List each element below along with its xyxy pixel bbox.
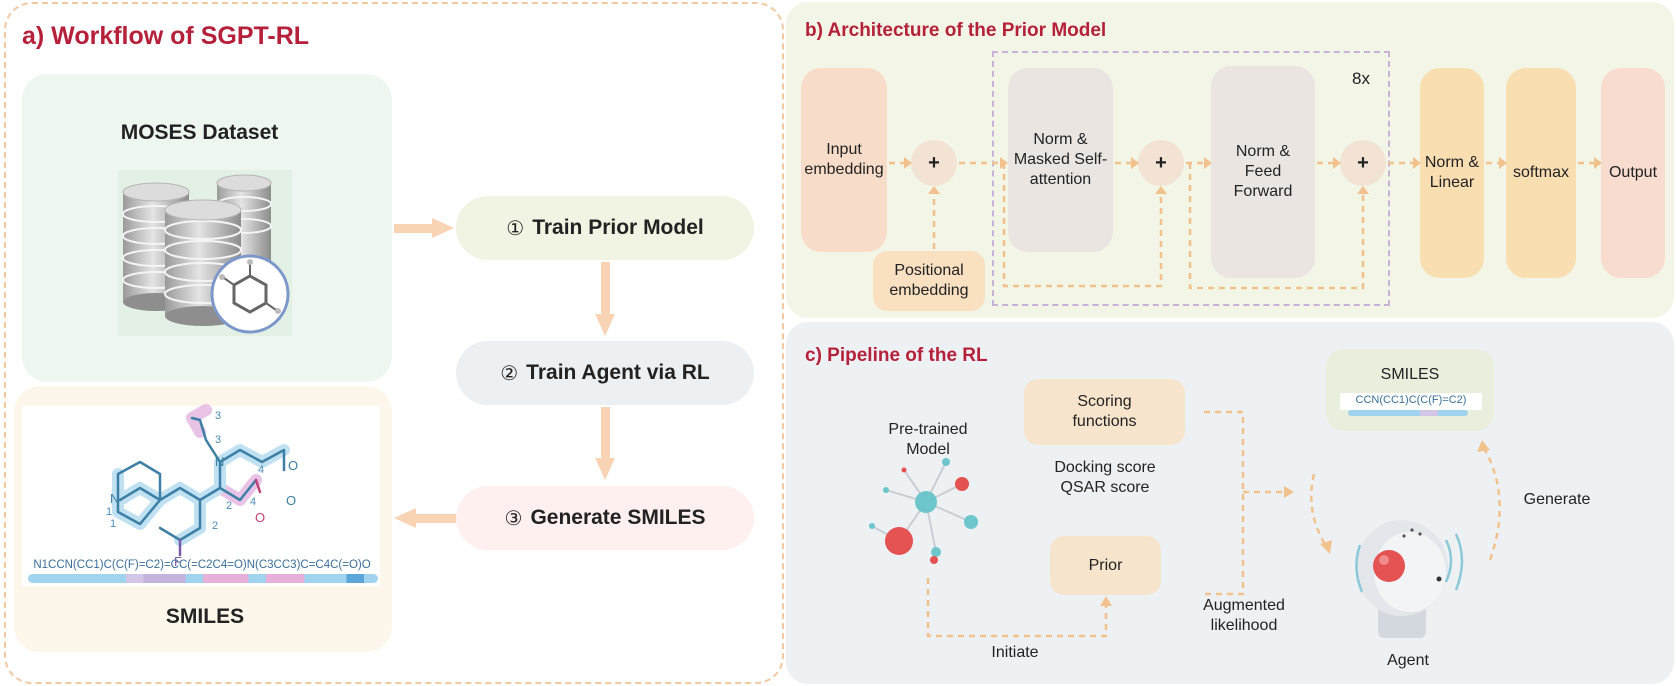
scores-text: Docking score QSAR score <box>1054 459 1156 496</box>
molecule-number: 2 <box>226 500 233 512</box>
smiles-output-token-bar <box>1348 410 1468 416</box>
augmented-likelihood-label: Augmented likelihood <box>1203 597 1285 634</box>
plus-node: + <box>1340 140 1386 186</box>
smiles-output-snippet: CCN(CC1)C(C(F)=C2) <box>1340 393 1482 410</box>
molecule-number: 3 <box>215 434 222 446</box>
repeat-block-frame <box>992 51 1390 306</box>
step-generate-smiles: ③ Generate SMILES <box>456 486 754 550</box>
agent-label: Agent <box>1387 652 1429 669</box>
feed-forward-block: Norm & Feed Forward <box>1211 66 1315 278</box>
plus-node: + <box>1138 140 1184 186</box>
molecule-number: 3 <box>215 410 222 422</box>
softmax-block: softmax <box>1506 68 1576 278</box>
molecule-number: 1 <box>106 506 113 518</box>
smiles-label: SMILES <box>165 605 245 628</box>
molecule-number: 2 <box>212 520 219 532</box>
positional-embedding-block: Positional embedding <box>873 251 985 311</box>
panel-b-title: b) Architecture of the Prior Model <box>805 20 1107 41</box>
step-label: Train Agent via RL <box>526 361 710 384</box>
panel-c-title: c) Pipeline of the RL <box>805 345 988 366</box>
step-train-agent: ② Train Agent via RL <box>456 341 754 405</box>
plus-node: + <box>911 140 957 186</box>
dataset-image-bg <box>118 170 292 336</box>
generate-label: Generate <box>1523 491 1591 508</box>
norm-linear-block: Norm & Linear <box>1420 68 1484 278</box>
smiles-output-title: SMILES <box>1380 366 1440 383</box>
output-block: Output <box>1601 68 1665 278</box>
molecule-number: 1 <box>110 518 117 530</box>
repeat-count: 8x <box>1352 69 1370 88</box>
initiate-label: Initiate <box>991 644 1039 661</box>
smiles-output-card <box>1326 349 1494 431</box>
panel-a-frame <box>4 2 784 684</box>
smiles-token-bar <box>28 574 378 583</box>
pretrained-model-label: Pre-trained Model <box>888 421 968 458</box>
step-number: ③ <box>504 507 523 530</box>
step-label: Train Prior Model <box>532 216 704 239</box>
dataset-label: MOSES Dataset <box>120 121 279 144</box>
step-number: ② <box>500 362 519 385</box>
prior-block: Prior <box>1050 536 1161 595</box>
scoring-functions-block: Scoring functions <box>1024 379 1185 445</box>
step-train-prior: ① Train Prior Model <box>456 196 754 260</box>
panel-a-title: a) Workflow of SGPT-RL <box>22 22 310 50</box>
smiles-string: N1CCN(CC1)C(C(F)=C2)=CC(=C2C4=O)N(C3CC3)… <box>33 559 371 571</box>
step-number: ① <box>506 217 525 240</box>
molecule-number: 4 <box>250 496 257 508</box>
step-label: Generate SMILES <box>530 506 706 529</box>
input-embedding-block: Input embedding <box>801 68 887 252</box>
attention-block: Norm & Masked Self-attention <box>1008 68 1113 252</box>
molecule-number: 4 <box>258 464 265 476</box>
